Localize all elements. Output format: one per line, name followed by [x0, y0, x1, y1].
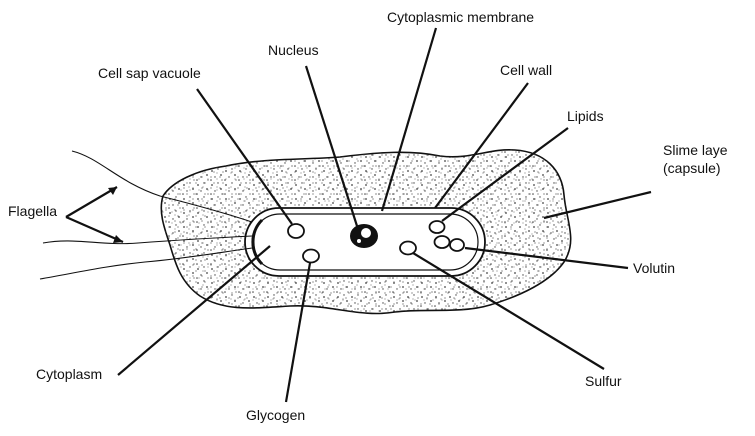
nucleus-highlight-2: [357, 239, 361, 243]
cell-sap-vacuole-shape: [288, 224, 304, 238]
label-cytoplasm: Cytoplasm: [36, 366, 102, 382]
label-cell-sap-vacuole: Cell sap vacuole: [98, 65, 201, 81]
flagella-arrowhead-2: [113, 235, 123, 243]
glycogen-granule-shape: [303, 250, 319, 263]
label-sulfur: Sulfur: [585, 373, 622, 389]
label-flagella: Flagella: [8, 203, 57, 219]
label-cell-wall: Cell wall: [500, 62, 552, 78]
leader-flagella-b: [66, 217, 123, 242]
leader-flagella-a: [66, 187, 117, 217]
nucleus-highlight: [361, 228, 371, 238]
label-lipids: Lipids: [567, 108, 604, 124]
label-slime-layer-line2: (capsule): [663, 160, 721, 176]
lipid-granule-1-shape: [430, 221, 445, 233]
lipid-granule-2-shape: [435, 236, 450, 248]
label-glycogen: Glycogen: [246, 407, 305, 423]
label-volutin: Volutin: [633, 260, 675, 276]
label-cytoplasmic-membrane: Cytoplasmic membrane: [387, 9, 534, 25]
volutin-granule-shape: [450, 239, 464, 251]
label-nucleus: Nucleus: [268, 42, 319, 58]
label-slime-layer-line1: Slime laye: [663, 142, 728, 158]
